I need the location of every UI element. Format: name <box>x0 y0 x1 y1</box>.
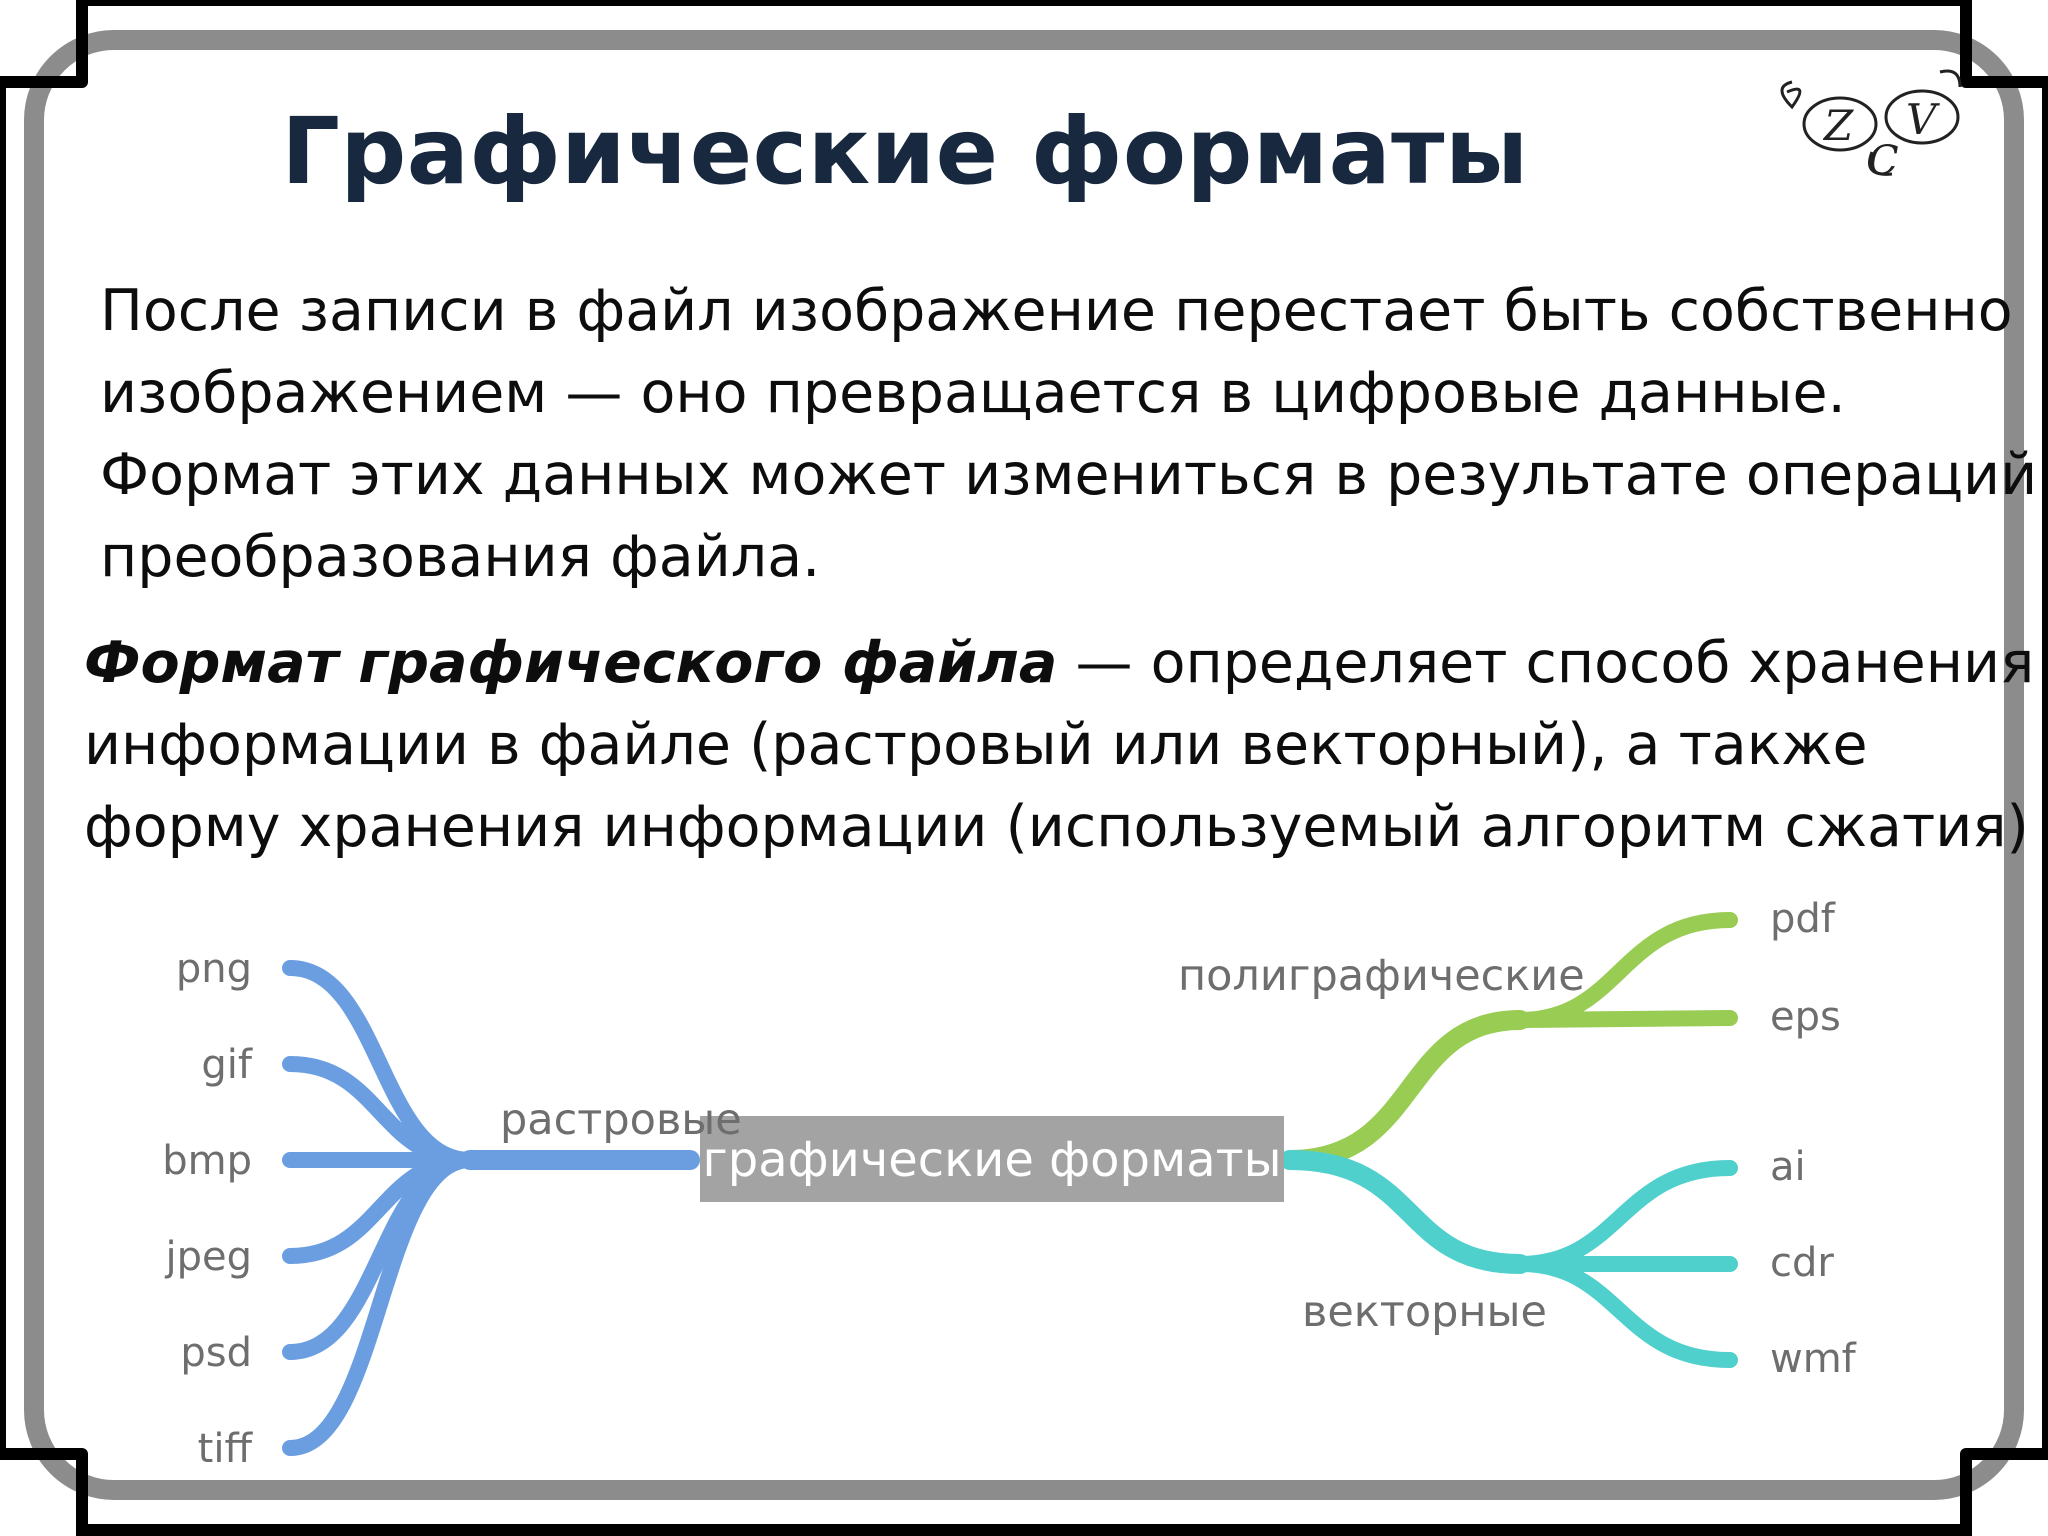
vector-trunk <box>1280 1150 1530 1274</box>
logo-letter-v: V <box>1906 95 1940 144</box>
raster-item-bmp: bmp <box>162 1138 252 1184</box>
vector-branch-wmf <box>1512 1256 1738 1368</box>
definition-line-3: форму хранения информации (используемый … <box>84 794 2029 860</box>
raster-label: растровые <box>500 1095 742 1145</box>
vector-item-ai: ai <box>1770 1144 1806 1190</box>
print-label: полиграфические <box>1178 951 1585 1001</box>
raster-item-jpeg: jpeg <box>164 1234 252 1280</box>
print-trunk <box>1280 1010 1530 1170</box>
print-item-eps: eps <box>1770 994 1841 1040</box>
raster-item-tiff: tiff <box>198 1426 254 1472</box>
definition-rest: — определяет способ хранения <box>1057 630 2035 696</box>
intro-line-3: Формат этих данных может измениться в ре… <box>100 442 2038 508</box>
intro-line-1: После записи в файл изображение перестае… <box>100 278 2013 344</box>
logo-letter-z: Z <box>1822 101 1854 150</box>
slide-title: Графические форматы <box>281 98 1529 205</box>
raster-item-gif: gif <box>201 1042 253 1088</box>
center-node-label: графические форматы <box>703 1132 1282 1188</box>
raster-item-png: png <box>176 946 252 992</box>
raster-branch-tiff <box>282 1152 478 1456</box>
right-branches <box>1280 912 1738 1368</box>
zcv-logo: Z C V <box>1780 69 1962 184</box>
vector-branch-ai <box>1512 1160 1738 1272</box>
logo-letter-c: C <box>1868 138 1899 184</box>
vector-item-cdr: cdr <box>1770 1240 1834 1286</box>
raster-branches <box>282 960 700 1456</box>
raster-item-psd: psd <box>180 1330 252 1376</box>
print-branch-eps <box>1512 1010 1738 1028</box>
definition-line-2: информации в файле (растровый или вектор… <box>84 712 1868 778</box>
vector-label: векторные <box>1302 1287 1547 1337</box>
vector-item-wmf: wmf <box>1770 1336 1857 1382</box>
definition-line-1: Формат графического файла — определяет с… <box>84 622 2034 704</box>
intro-line-2: изображением — оно превращается в цифров… <box>100 360 1846 426</box>
print-item-pdf: pdf <box>1770 896 1836 942</box>
definition-term: Формат графического файла <box>84 630 1058 696</box>
definition-paragraph: Формат графического файла — определяет с… <box>84 622 2034 868</box>
intro-line-4: преобразования файла. <box>100 524 821 590</box>
center-node-box <box>700 1116 1284 1202</box>
intro-paragraph: После записи в файл изображение перестае… <box>100 270 2038 598</box>
